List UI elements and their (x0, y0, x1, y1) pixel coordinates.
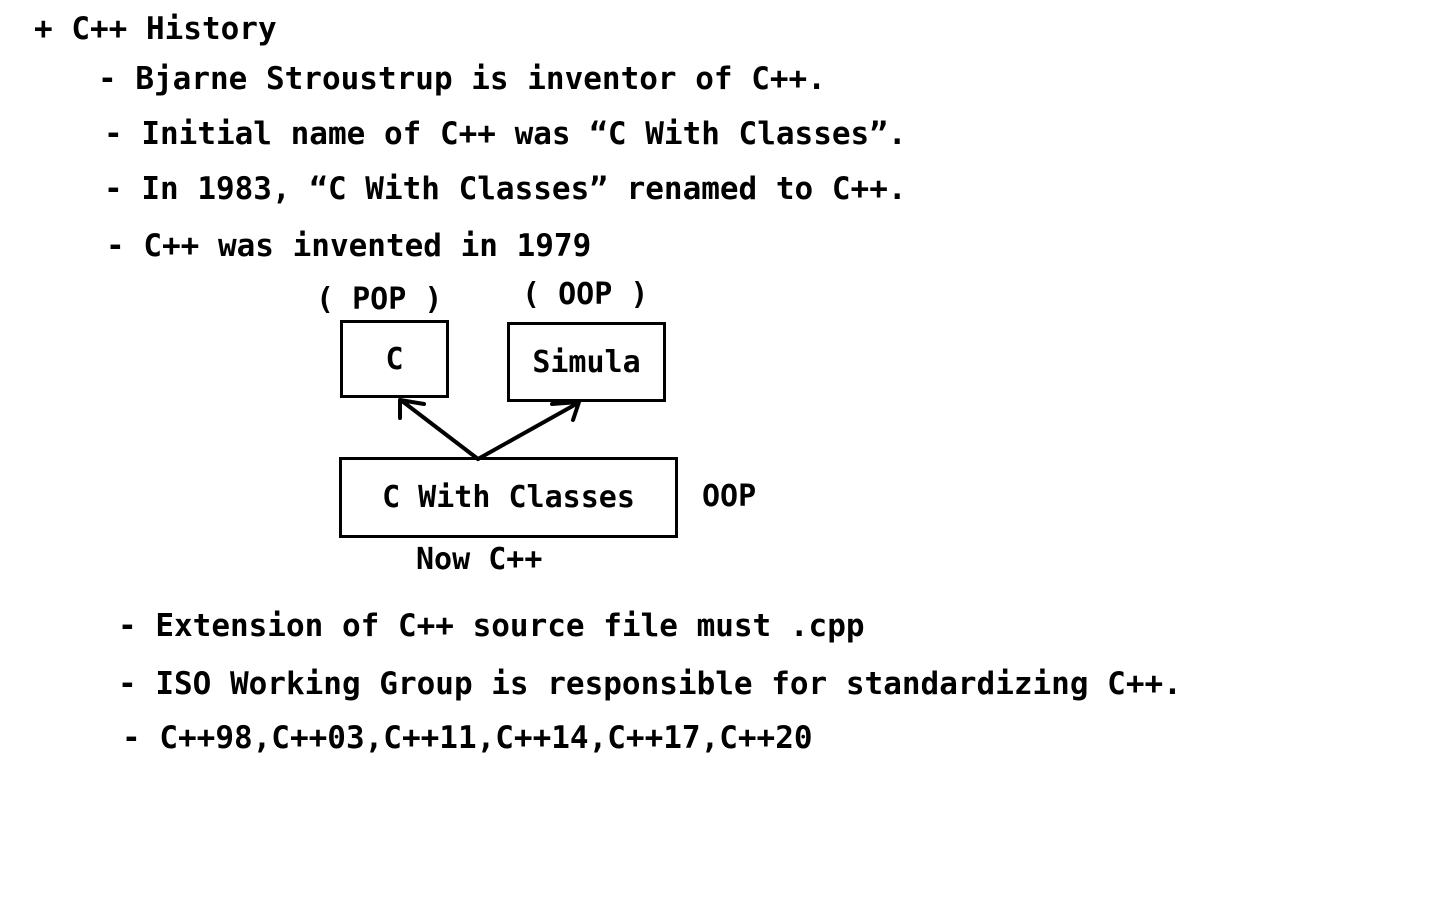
bullet-initial-name: - Initial name of C++ was “C With Classe… (104, 116, 907, 152)
bullet-standards: - C++98,C++03,C++11,C++14,C++17,C++20 (122, 720, 813, 756)
box-simula: Simula (507, 322, 666, 402)
oop-label-top: ( OOP ) (522, 277, 649, 312)
arrow-to-c (400, 399, 480, 461)
box-simula-label: Simula (532, 344, 641, 380)
pop-label: ( POP ) (316, 282, 443, 317)
bullet-renamed: - In 1983, “C With Classes” renamed to C… (104, 171, 907, 207)
box-c-label: C (385, 341, 404, 377)
box-c: C (340, 320, 449, 398)
arrow-to-simula (476, 401, 580, 461)
bullet-invented-year: - C++ was invented in 1979 (106, 228, 592, 264)
arrowhead-c (398, 398, 426, 420)
heading-cpp-history: + C++ History (34, 11, 277, 47)
bullet-extension: - Extension of C++ source file must .cpp (118, 608, 865, 644)
arrowhead-simula (550, 400, 581, 422)
oop-label-side: OOP (702, 479, 757, 514)
now-cpp-label: Now C++ (416, 542, 543, 577)
box-c-with-classes-label: C With Classes (382, 480, 635, 515)
bullet-iso: - ISO Working Group is responsible for s… (118, 666, 1182, 702)
box-c-with-classes: C With Classes (339, 457, 678, 538)
bullet-inventor: - Bjarne Stroustrup is inventor of C++. (98, 61, 826, 97)
